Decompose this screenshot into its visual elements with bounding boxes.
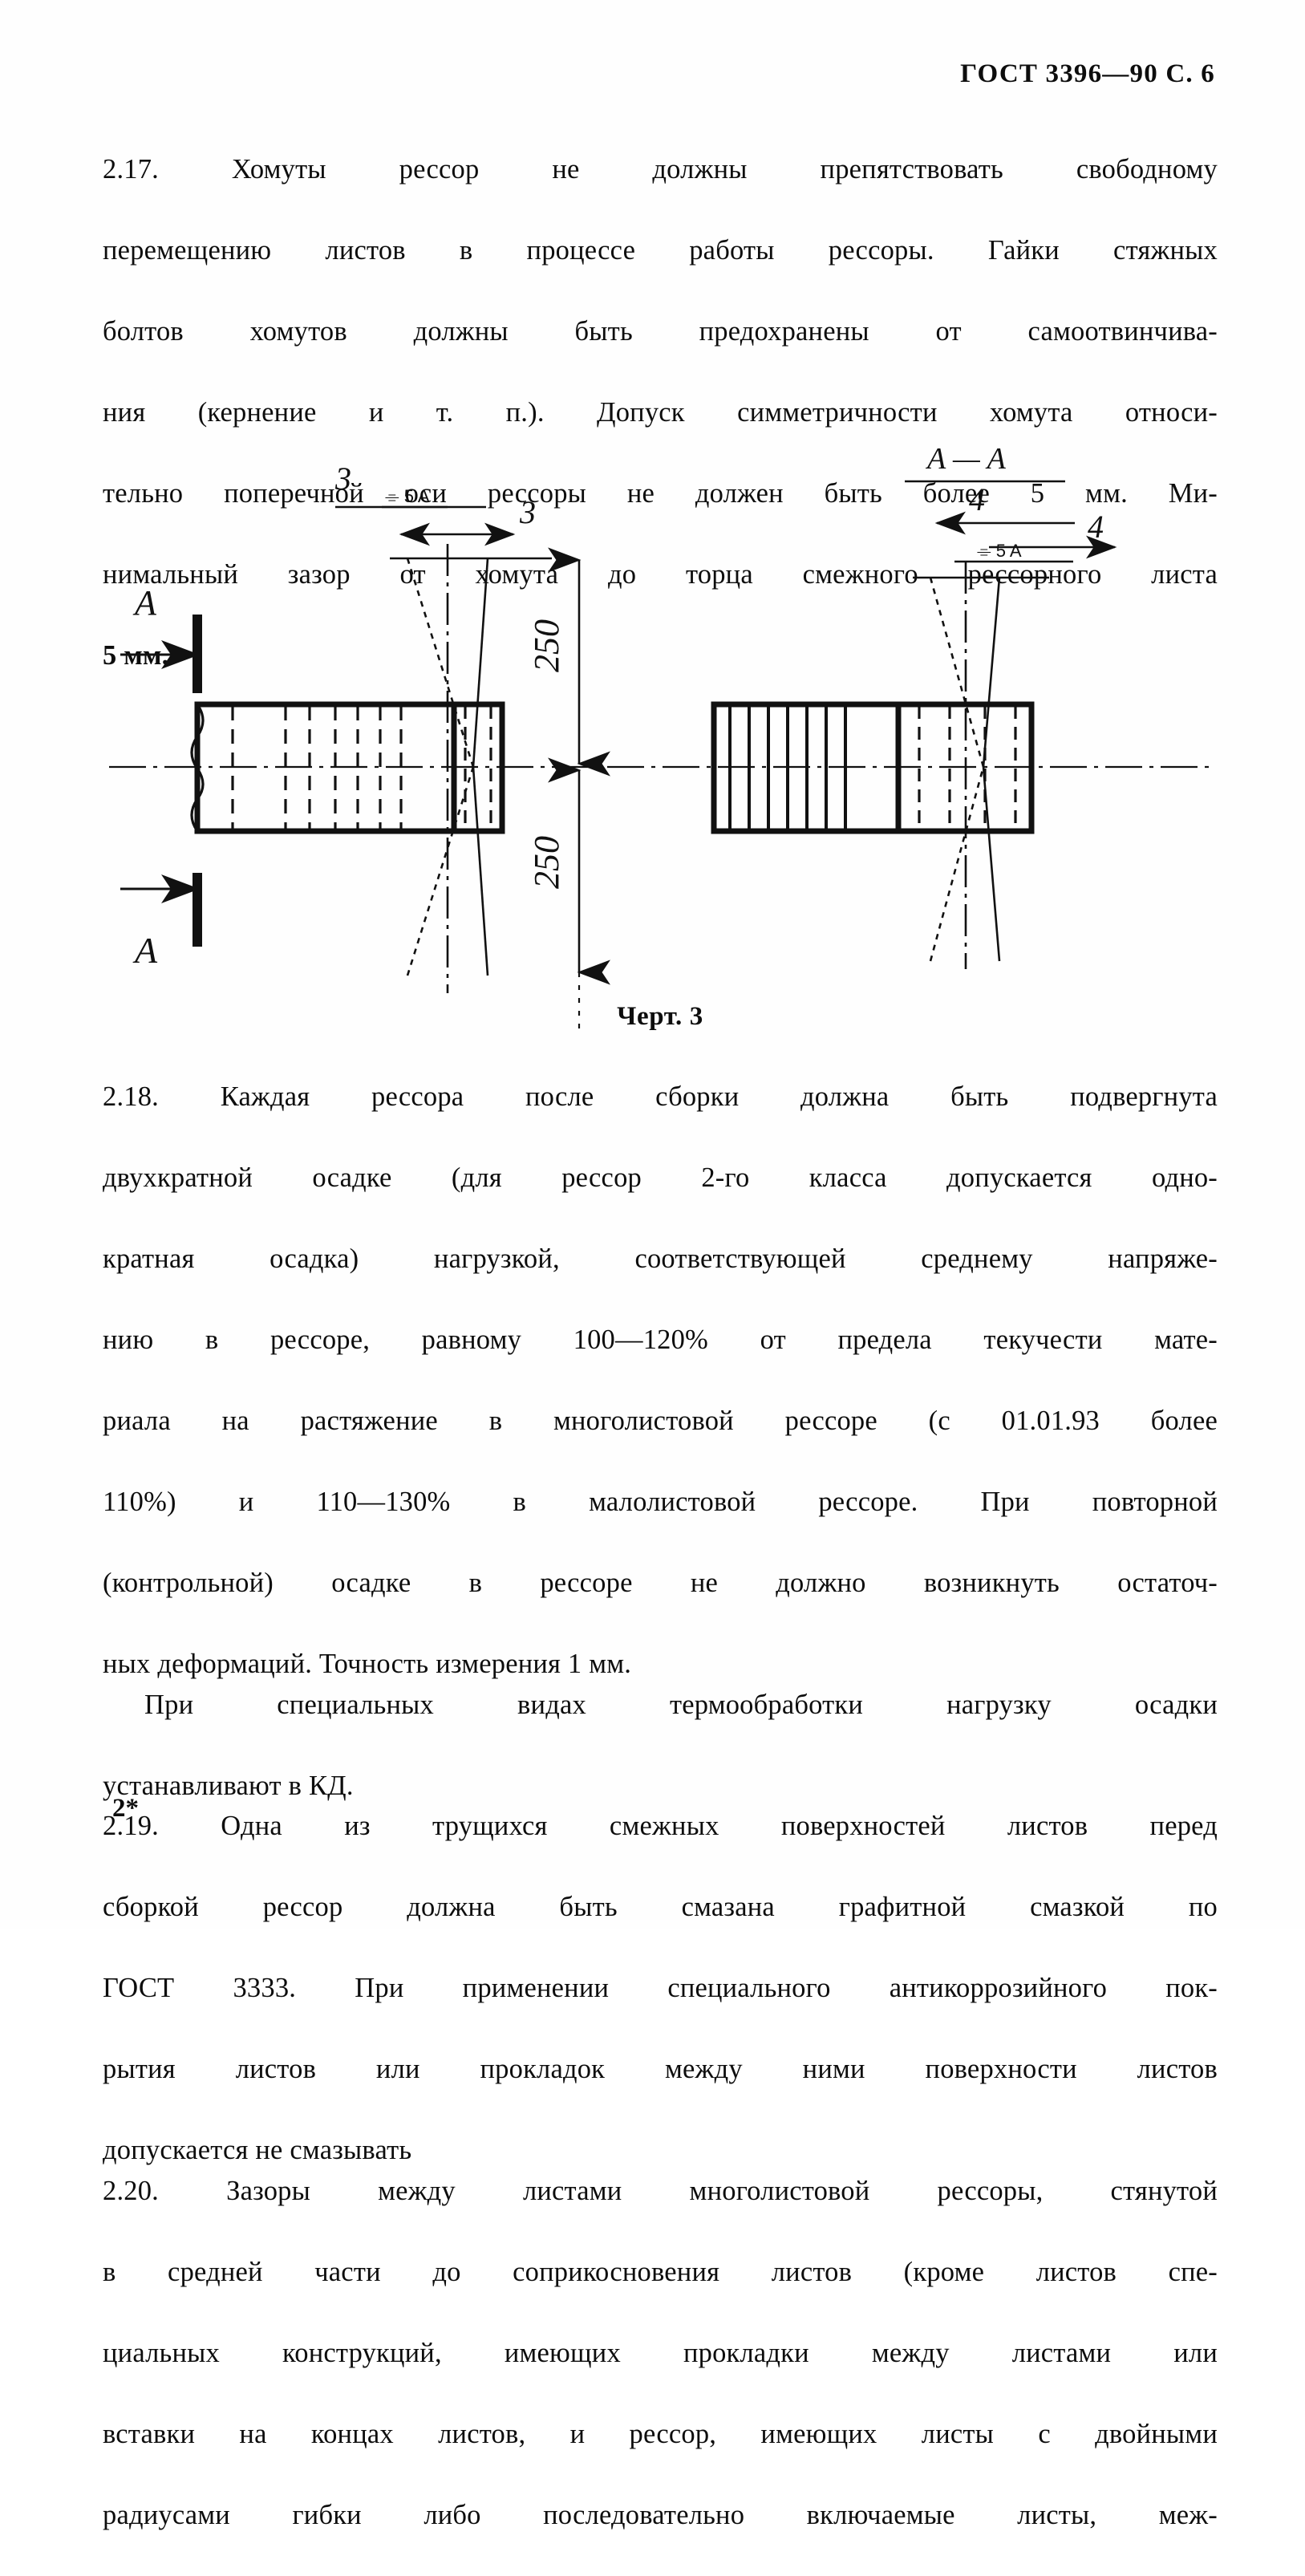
clause-2-17: 2.17. Хомуты рессор не должны препятство… <box>103 149 1218 676</box>
line: двухкратной осадке (для рессор 2-го клас… <box>103 1162 1218 1193</box>
line: ГОСТ 3333. При применении специального а… <box>103 1973 1218 2003</box>
line: в средней части до соприкосновения листо… <box>103 2256 1218 2287</box>
line: допускается не смазывать <box>103 2135 412 2165</box>
clause-2-18-note: При специальных видах термообработки наг… <box>103 1685 1218 1807</box>
line: 2.20. Зазоры между листами многолистовой… <box>103 2175 1218 2206</box>
label-dim-250-lower: 250 <box>527 836 566 889</box>
label-section-view-title: A — A <box>925 442 1007 476</box>
document-page: ГОСТ 3396—90 С. 6 2.17. Хомуты рессор не… <box>103 59 1218 2530</box>
line: 2.19. Одна из трущихся смежных поверхнос… <box>103 1811 1218 1841</box>
section-marker-a-top <box>120 615 202 693</box>
line: ных деформаций. Точность измерения 1 мм. <box>103 1649 632 1679</box>
figure-caption: Черт. 3 <box>617 1002 703 1031</box>
line: вставки на концах листов, и рессор, имею… <box>103 2418 1218 2449</box>
clause-2-19-text: 2.19. Одна из трущихся смежных поверхнос… <box>103 1806 1218 2171</box>
figure-chert-3: A A ⌯ 5 A 3 3 <box>103 440 1218 1049</box>
line: рытия листов или прокладок между ними по… <box>103 2054 1218 2084</box>
svg-text:⌯ 5 A: ⌯ 5 A <box>977 541 1022 561</box>
line: ния (кернение и т. п.). Допуск симметрич… <box>103 397 1218 428</box>
hidden-leaf-lines-left <box>231 706 403 830</box>
clause-2-20-text: 2.20. Зазоры между листами многолистовой… <box>103 2171 1218 2576</box>
line: циальных конструкций, имеющих прокладки … <box>103 2337 1218 2368</box>
break-line-left <box>190 704 205 832</box>
line: кратная осадка) нагрузкой, соответствующ… <box>103 1243 1218 1274</box>
line: болтов хомутов должны быть предохранены … <box>103 316 1218 347</box>
label-tol-right-top: 4 <box>969 481 985 517</box>
line: риала на растяжение в многолистовой ресс… <box>103 1406 1218 1436</box>
line: 2.18. Каждая рессора после сборки должна… <box>103 1081 1218 1112</box>
symmetry-cone-right <box>929 562 1001 969</box>
label-tol-left-bottom: 3 <box>519 494 536 530</box>
svg-text:⌯ 5 A: ⌯ 5 A <box>385 486 430 506</box>
line: сборкой рессор должна быть смазана графи… <box>103 1892 1218 1922</box>
figure-drawing: A A ⌯ 5 A 3 3 <box>109 442 1210 1033</box>
line: (контрольной) осадке в рессоре не должно… <box>103 1568 1218 1598</box>
label-section-a-bottom: A <box>132 930 158 971</box>
section-marker-a-bottom <box>120 873 202 947</box>
label-dim-250-upper: 250 <box>527 619 566 672</box>
line: перемещению листов в процессе работы рес… <box>103 235 1218 266</box>
running-head: ГОСТ 3396—90 С. 6 <box>960 59 1215 88</box>
line: При специальных видах термообработки наг… <box>144 1689 1218 1720</box>
label-tol-right-bottom: 4 <box>1088 509 1104 545</box>
line: радиусами гибки либо последовательно вкл… <box>103 2499 1218 2530</box>
clause-2-17-text: 2.17. Хомуты рессор не должны препятство… <box>103 149 1218 676</box>
symmetry-cone-left <box>406 544 489 993</box>
line: 110%) и 110—130% в малолистовой рессоре.… <box>103 1487 1218 1517</box>
section-hatch-right <box>728 706 847 830</box>
folio-marker: 2* <box>112 1794 139 1823</box>
tolerance-frame-right: ⌯ 5 A <box>934 511 1117 563</box>
tolerance-frame-left: ⌯ 5 A <box>335 486 516 546</box>
line: 2.17. Хомуты рессор не должны препятство… <box>103 154 1218 185</box>
line: нимальный зазор от хомута до торца смежн… <box>103 559 1218 590</box>
clauses-continued: 2.18. Каждая рессора после сборки должна… <box>103 1077 1218 2576</box>
label-tol-left-top: 3 <box>334 460 351 497</box>
line: нию в рессоре, равному 100—120% от преде… <box>103 1325 1218 1355</box>
line: тельно поперечной оси рессоры не должен … <box>103 478 1218 509</box>
clause-2-18-text: 2.18. Каждая рессора после сборки должна… <box>103 1077 1218 1685</box>
label-section-a-top: A <box>132 583 157 623</box>
line: устанавливают в КД. <box>103 1770 354 1801</box>
